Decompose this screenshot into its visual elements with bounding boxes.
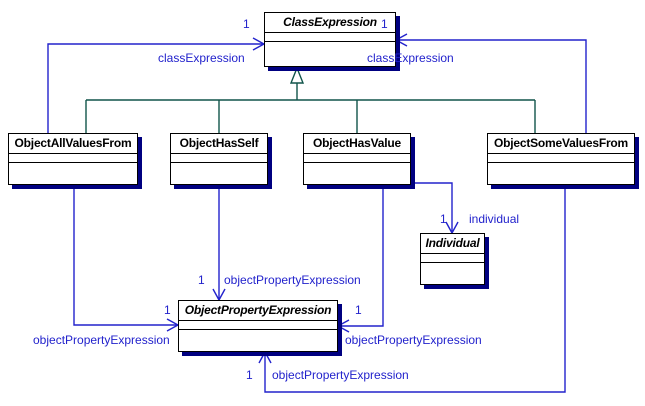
class-title-object-has-value: ObjectHasValue [304, 134, 410, 154]
class-attributes-object-has-value [304, 154, 410, 163]
class-title-object-all-values-from: ObjectAllValuesFrom [9, 134, 137, 154]
association-label-has-value-object-property: objectPropertyExpression [345, 333, 482, 347]
association-multiplicity-has-value-individual: 1 [440, 212, 447, 226]
class-title-object-property-expression: ObjectPropertyExpression [179, 301, 337, 321]
class-title-individual: Individual [421, 234, 484, 254]
association-multiplicity-has-value-object-property: 1 [355, 303, 362, 317]
class-attributes-class-expression [265, 33, 395, 42]
class-attributes-object-property-expression [179, 321, 337, 330]
class-title-object-some-values-from: ObjectSomeValuesFrom [488, 134, 634, 154]
association-multiplicity-some-values-object-property: 1 [246, 368, 253, 382]
arrowhead-some-values-to-object-property [258, 350, 272, 364]
association-multiplicity-some-values-class-expression: 1 [381, 17, 388, 31]
line-some-values-to-class-expression [396, 39, 587, 133]
class-attributes-individual [421, 254, 484, 263]
association-multiplicity-has-self-object-property: 1 [198, 273, 205, 287]
association-label-some-values-class-expression: classExpression [367, 51, 454, 65]
class-attributes-object-has-self [171, 154, 267, 163]
line-all-values-to-object-property [73, 185, 178, 326]
line-has-value-to-object-property [338, 185, 384, 327]
association-label-has-value-individual: individual [469, 212, 520, 226]
class-box-object-has-value[interactable]: ObjectHasValue [303, 133, 411, 185]
class-box-individual[interactable]: Individual [420, 233, 485, 285]
generalization-triangle-icon [289, 66, 305, 84]
class-attributes-object-all-values-from [9, 154, 137, 163]
line-all-values-to-class-expression [47, 43, 264, 133]
association-label-has-self-object-property: objectPropertyExpression [224, 273, 361, 287]
line-some-values-to-object-property [264, 185, 566, 393]
association-label-all-values-class-expression: classExpression [158, 51, 245, 65]
association-label-all-values-object-property: objectPropertyExpression [33, 333, 170, 347]
association-lines [47, 33, 587, 393]
arrowhead-has-value-to-object-property [336, 319, 350, 333]
association-multiplicity-all-values-object-property: 1 [164, 303, 171, 317]
class-box-object-all-values-from[interactable]: ObjectAllValuesFrom [8, 133, 138, 185]
association-multiplicity-all-values-class-expression: 1 [243, 17, 250, 31]
class-box-object-some-values-from[interactable]: ObjectSomeValuesFrom [487, 133, 635, 185]
class-attributes-object-some-values-from [488, 154, 634, 163]
class-box-class-expression[interactable]: ClassExpression [264, 12, 396, 67]
class-box-object-has-self[interactable]: ObjectHasSelf [170, 133, 268, 185]
class-title-object-has-self: ObjectHasSelf [171, 134, 267, 154]
generalization-tree [85, 66, 536, 133]
line-has-value-to-individual [411, 182, 453, 233]
association-label-some-values-object-property: objectPropertyExpression [272, 368, 409, 382]
arrowhead-some-values-to-class-expression [394, 33, 408, 47]
class-title-class-expression: ClassExpression [265, 13, 395, 33]
class-box-object-property-expression[interactable]: ObjectPropertyExpression [178, 300, 338, 352]
